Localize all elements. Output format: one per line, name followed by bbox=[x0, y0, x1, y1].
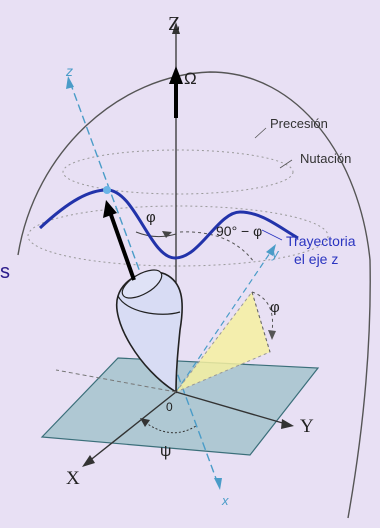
body-z-arrowhead-top bbox=[66, 76, 74, 89]
nutation-trajectory bbox=[38, 188, 299, 260]
body-y-axis bbox=[175, 249, 273, 393]
y-axis-arrowhead bbox=[281, 419, 294, 429]
nutation-band-upper bbox=[62, 149, 294, 195]
horizontal-plane bbox=[40, 357, 320, 456]
label-axis-X: X bbox=[66, 468, 80, 489]
angular-momentum-vector bbox=[108, 211, 136, 281]
axis-tip-point bbox=[103, 186, 111, 194]
top-upper-surface bbox=[117, 295, 181, 315]
omega-arrowhead bbox=[169, 66, 183, 84]
phi-arc-arrowhead bbox=[162, 231, 172, 238]
label-body-x: x bbox=[221, 493, 229, 508]
label-origin: 0 bbox=[166, 400, 173, 414]
triangle-vertical-edge bbox=[251, 291, 271, 353]
body-y-arrowhead bbox=[266, 244, 276, 256]
trajectory-callout bbox=[261, 229, 283, 241]
nutation-callout bbox=[279, 159, 293, 169]
precession-callout bbox=[254, 127, 267, 139]
label-axis-Y: Y bbox=[300, 416, 314, 437]
label-omega: Ω bbox=[184, 69, 197, 88]
label-trajectory-line2: el eje z bbox=[294, 251, 338, 267]
label-precession: Precesión bbox=[270, 116, 328, 131]
phi-arc-arrow bbox=[268, 330, 276, 340]
label-nutation: Nutación bbox=[300, 151, 351, 166]
nutation-band-lower bbox=[27, 205, 329, 267]
top-cap bbox=[121, 269, 163, 299]
body-x-arrowhead-bottom bbox=[214, 478, 222, 490]
y-axis-line bbox=[175, 391, 287, 425]
label-trajectory-line1: Trayectoria bbox=[286, 233, 356, 249]
label-psi: ψ bbox=[160, 443, 171, 460]
phi-angle-arc-right bbox=[251, 291, 274, 333]
label-phi-right: φ bbox=[270, 299, 280, 316]
angular-momentum-arrowhead bbox=[103, 200, 117, 218]
label-ninety-minus-phi: 90° − φ bbox=[216, 223, 262, 239]
ninety-minus-phi-arc bbox=[179, 231, 255, 263]
label-axis-Z: Z bbox=[168, 13, 180, 35]
edge-text-fragment: s bbox=[0, 261, 10, 283]
z-axis-arrowhead bbox=[172, 22, 180, 34]
sphere-outline bbox=[17, 71, 371, 519]
label-body-y: y bbox=[271, 246, 280, 261]
label-body-z: z bbox=[65, 63, 73, 79]
phi-angle-arc bbox=[135, 231, 177, 238]
label-phi: φ bbox=[146, 209, 156, 226]
x-axis-line bbox=[87, 391, 177, 463]
line-of-nodes bbox=[55, 369, 177, 393]
x-axis-arrowhead bbox=[82, 455, 95, 467]
psi-arc-arrowhead bbox=[140, 418, 150, 427]
